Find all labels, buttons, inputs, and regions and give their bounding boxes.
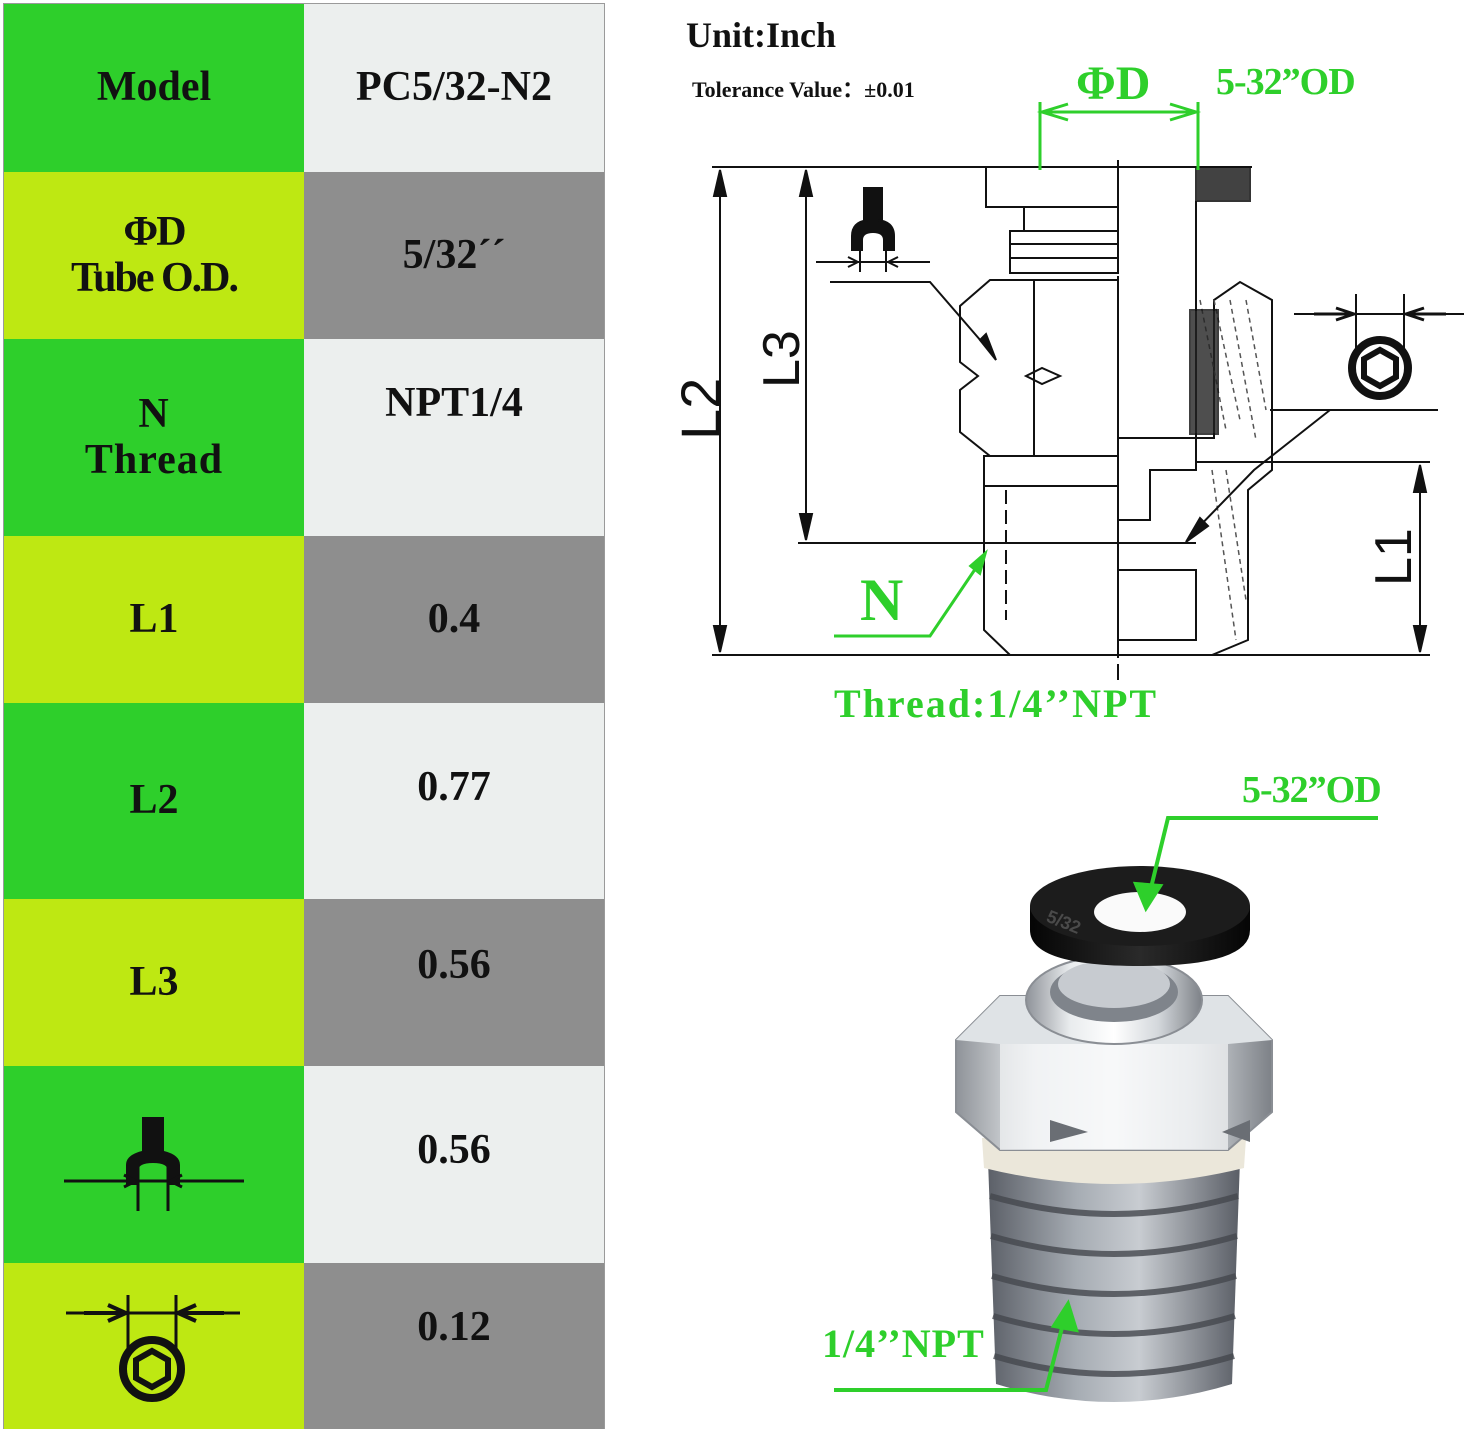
table-row-l3: L3 0.56 <box>4 899 604 1066</box>
label-text: L3 <box>129 958 179 1005</box>
photo-npt-label: 1/4’’NPT <box>822 1321 985 1366</box>
table-row-thread: N Thread NPT1/4 <box>4 339 604 536</box>
photo-od-label: 5-32”OD <box>1242 769 1382 811</box>
table-row-wrench-width: 0.56 <box>4 1066 604 1263</box>
wrench-hex-width-icon <box>64 1116 244 1211</box>
label-model: Model <box>4 4 304 172</box>
label-text: Tube O.D. <box>70 254 239 301</box>
value-l1: 0.4 <box>304 536 604 703</box>
table-row-tube-od: ΦD Tube O.D. 5/32´´ <box>4 172 604 339</box>
table-row-hex-key: 0.12 <box>4 1263 604 1429</box>
value-model: PC5/32-N2 <box>304 4 604 172</box>
thread-n-label: N <box>860 567 904 633</box>
label-hex-key <box>4 1263 304 1429</box>
value-l3: 0.56 <box>304 899 604 1066</box>
label-tube-od: ΦD Tube O.D. <box>4 172 304 339</box>
table-row-model: Model PC5/32-N2 <box>4 4 604 172</box>
table-row-l2: L2 0.77 <box>4 703 604 899</box>
label-l2: L2 <box>4 703 304 899</box>
label-wrench-width <box>4 1066 304 1263</box>
value-hex-key: 0.12 <box>304 1263 604 1429</box>
phi-d-label: ΦD <box>1076 57 1151 110</box>
label-text: L2 <box>129 777 179 824</box>
tolerance-label: Tolerance Value：±0.01 <box>692 77 915 102</box>
fitting-cross-section-drawing <box>712 102 1464 680</box>
drawing-od-label: 5-32”OD <box>1216 61 1356 103</box>
label-thread: N Thread <box>4 339 304 536</box>
hex-key-socket-icon <box>66 1295 240 1402</box>
value-l2: 0.77 <box>304 703 604 899</box>
value-wrench-width: 0.56 <box>304 1066 604 1263</box>
label-text: ΦD <box>123 209 186 256</box>
thread-label: Thread:1/4’’NPT <box>834 681 1159 726</box>
label-text: Thread <box>84 436 224 483</box>
value-thread: NPT1/4 <box>304 339 604 536</box>
table-row-l1: L1 0.4 <box>4 536 604 703</box>
spec-table: Model PC5/32-N2 ΦD Tube O.D. 5/32´´ N Th… <box>3 3 605 1429</box>
label-text: N <box>138 391 170 438</box>
label-l3: L3 <box>4 899 304 1066</box>
label-l1: L1 <box>4 536 304 703</box>
label-text: L1 <box>129 595 179 642</box>
unit-label: Unit:Inch <box>686 15 837 55</box>
label-text: Model <box>96 64 212 111</box>
value-tube-od: 5/32´´ <box>304 172 604 339</box>
